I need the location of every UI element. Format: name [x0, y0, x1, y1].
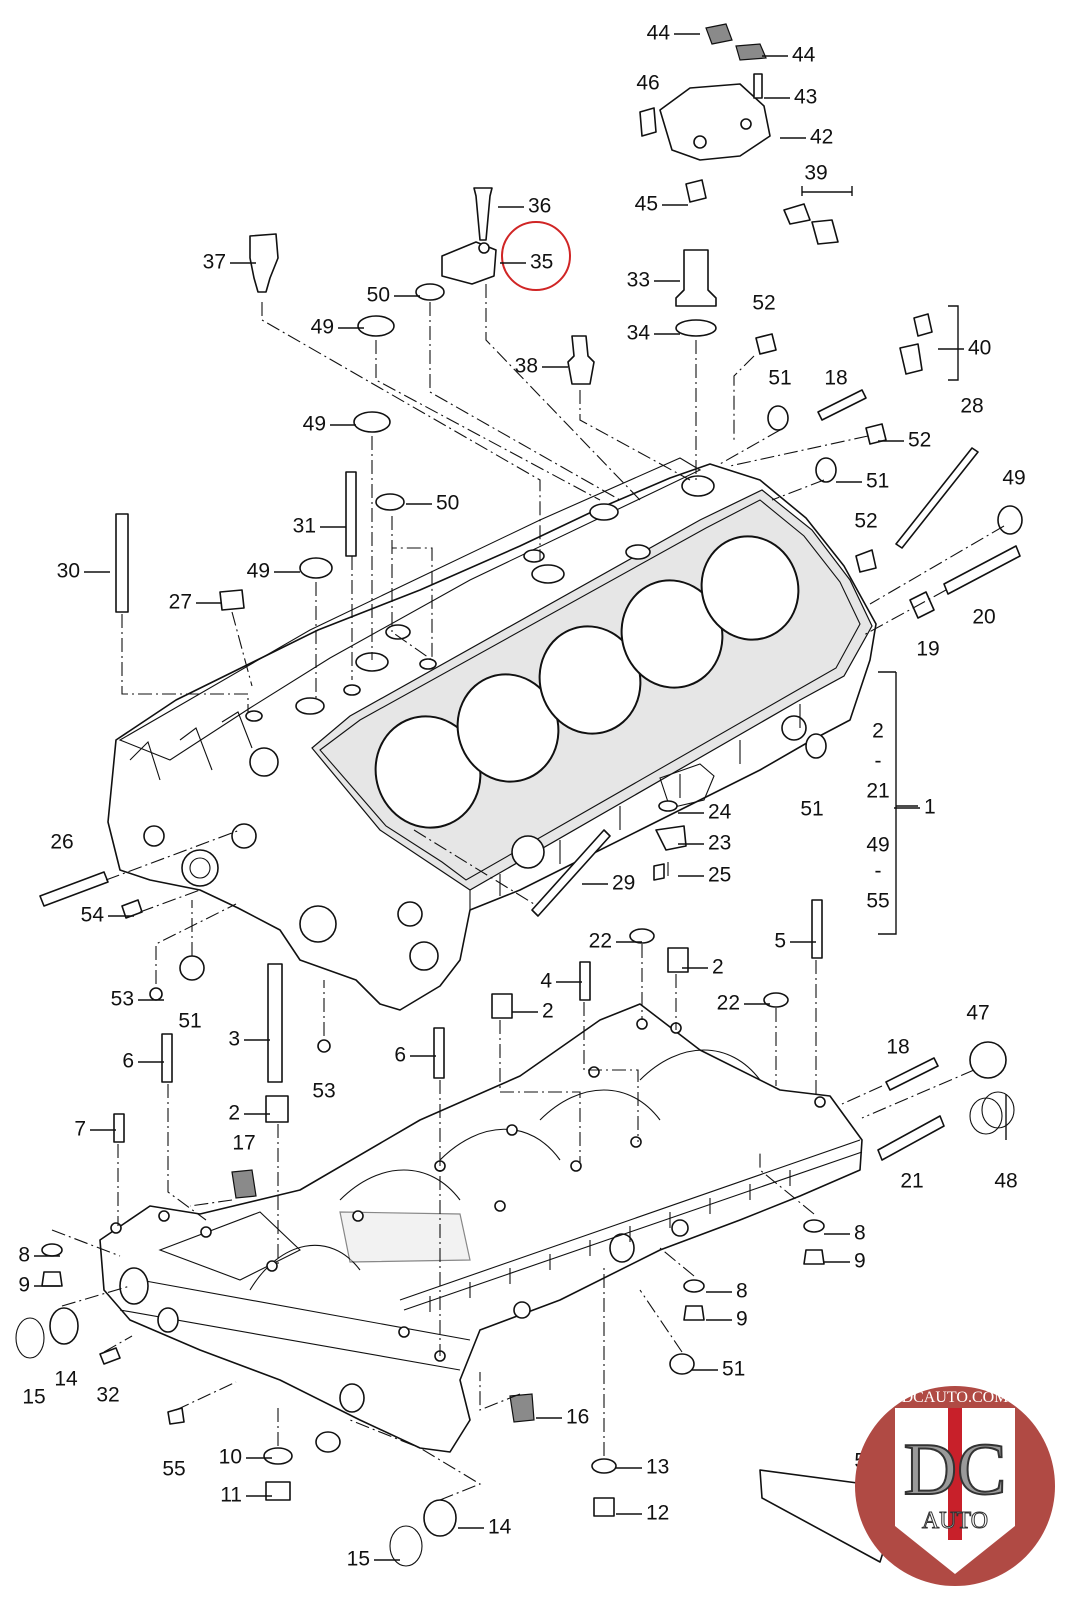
callout-c51b: 51	[866, 470, 889, 493]
callout-c40: 40	[968, 337, 991, 360]
callout-c34: 34	[627, 322, 651, 345]
callout-c15a: 15	[22, 1386, 45, 1409]
callout-c30: 30	[57, 560, 80, 583]
callout-c50a: 50	[367, 284, 390, 307]
callout-c2b: 2	[712, 956, 724, 979]
logo-stripe	[948, 1408, 962, 1540]
callout-c14b: 14	[488, 1516, 512, 1539]
callout-c55b: 55	[162, 1458, 185, 1481]
callout-c37: 37	[203, 251, 226, 274]
callout-c31: 31	[293, 515, 316, 538]
callout-c3: 3	[228, 1028, 240, 1051]
callout-c46: 46	[636, 72, 659, 95]
callout-c42: 42	[810, 126, 833, 149]
callout-c49a: 49	[311, 316, 334, 339]
callout-c52c: 52	[854, 510, 877, 533]
callout-c50b: 50	[436, 492, 459, 515]
callout-c29: 29	[612, 872, 635, 895]
callout-c22a: 22	[589, 930, 612, 953]
callout-c35: 35	[530, 251, 553, 274]
callout-c9b: 9	[18, 1274, 30, 1297]
callout-c11: 11	[220, 1484, 242, 1507]
callout-c49c: 49	[1002, 467, 1025, 490]
callout-c6a: 6	[122, 1050, 134, 1073]
callout-c8b: 8	[18, 1244, 30, 1267]
callout-c23: 23	[708, 832, 731, 855]
callout-c25: 25	[708, 864, 731, 887]
brackets	[801, 186, 1007, 1140]
callout-c4: 4	[540, 970, 552, 993]
dcauto-logo: DCAUTO.COM DC AUTO	[855, 1386, 1055, 1586]
callout-c17: 17	[232, 1132, 255, 1155]
callout-c1: 1	[924, 796, 936, 819]
callout-c18a: 18	[824, 367, 847, 390]
callout-c8a: 8	[854, 1222, 866, 1245]
callout-c24: 24	[708, 801, 732, 824]
callout-c44a: 44	[647, 22, 671, 45]
callout-c12: 12	[646, 1502, 669, 1525]
callout-c18b: 18	[886, 1036, 909, 1059]
callout-c2d: 2	[228, 1102, 240, 1125]
phantom-lines	[51, 284, 1005, 1501]
callout-c13: 13	[646, 1456, 669, 1479]
callout-c53b: 53	[312, 1080, 335, 1103]
callout-c8c: 8	[736, 1280, 748, 1303]
small-parts	[15, 23, 1023, 1567]
callout-c22b: 22	[717, 992, 740, 1015]
callout-c54: 54	[81, 904, 105, 927]
callout-c19: 19	[916, 638, 939, 661]
callout-c2dash1: -	[875, 750, 882, 773]
callout-c7: 7	[74, 1118, 86, 1141]
callout-c21a: 21	[866, 780, 889, 803]
logo-mark-text: DC	[904, 1429, 1007, 1511]
callout-c26: 26	[50, 831, 73, 854]
logo-word-text: AUTO	[922, 1508, 988, 1534]
callout-c10: 10	[219, 1446, 242, 1469]
callout-c32: 32	[96, 1384, 119, 1407]
callout-c36: 36	[528, 195, 551, 218]
callout-c2dash2: -	[875, 860, 882, 883]
callout-c2a: 2	[872, 720, 884, 743]
callout-c14a: 14	[54, 1368, 78, 1391]
callout-c52b: 52	[908, 429, 931, 452]
callout-c49b: 49	[303, 413, 326, 436]
callout-c2c: 2	[542, 1000, 554, 1023]
callout-c27: 27	[169, 591, 192, 614]
callout-c53a: 53	[111, 988, 134, 1011]
callout-c38: 38	[515, 355, 538, 378]
callout-c39: 39	[804, 162, 827, 185]
highlight-circle-35	[501, 221, 571, 291]
callout-c5: 5	[774, 930, 786, 953]
callout-c52a: 52	[752, 292, 775, 315]
lower-crankcase	[99, 1003, 863, 1453]
callout-c16: 16	[566, 1406, 589, 1429]
callout-c48: 48	[994, 1170, 1017, 1193]
callout-c47: 47	[966, 1002, 989, 1025]
callout-c45: 45	[635, 193, 658, 216]
callout-c44b: 44	[792, 44, 816, 67]
callout-c51c: 51	[800, 798, 823, 821]
logo-site-text: DCAUTO.COM	[902, 1389, 1009, 1406]
callout-c43: 43	[794, 86, 817, 109]
callout-c55a: 55	[866, 890, 889, 913]
callout-c28: 28	[960, 395, 983, 418]
callout-c9a: 9	[854, 1250, 866, 1273]
callout-c9c: 9	[736, 1308, 748, 1331]
callout-c49e: 49	[866, 834, 889, 857]
callout-c21b: 21	[900, 1170, 923, 1193]
callout-c51a: 51	[768, 367, 791, 390]
callout-c33: 33	[627, 269, 650, 292]
callout-c51d: 51	[178, 1010, 201, 1033]
callout-c49d: 49	[247, 560, 270, 583]
callout-c6b: 6	[394, 1044, 406, 1067]
upper-crankcase	[107, 457, 877, 1011]
callout-c15b: 15	[347, 1548, 370, 1571]
callout-c20: 20	[972, 606, 995, 629]
callout-c51e: 51	[722, 1358, 745, 1381]
